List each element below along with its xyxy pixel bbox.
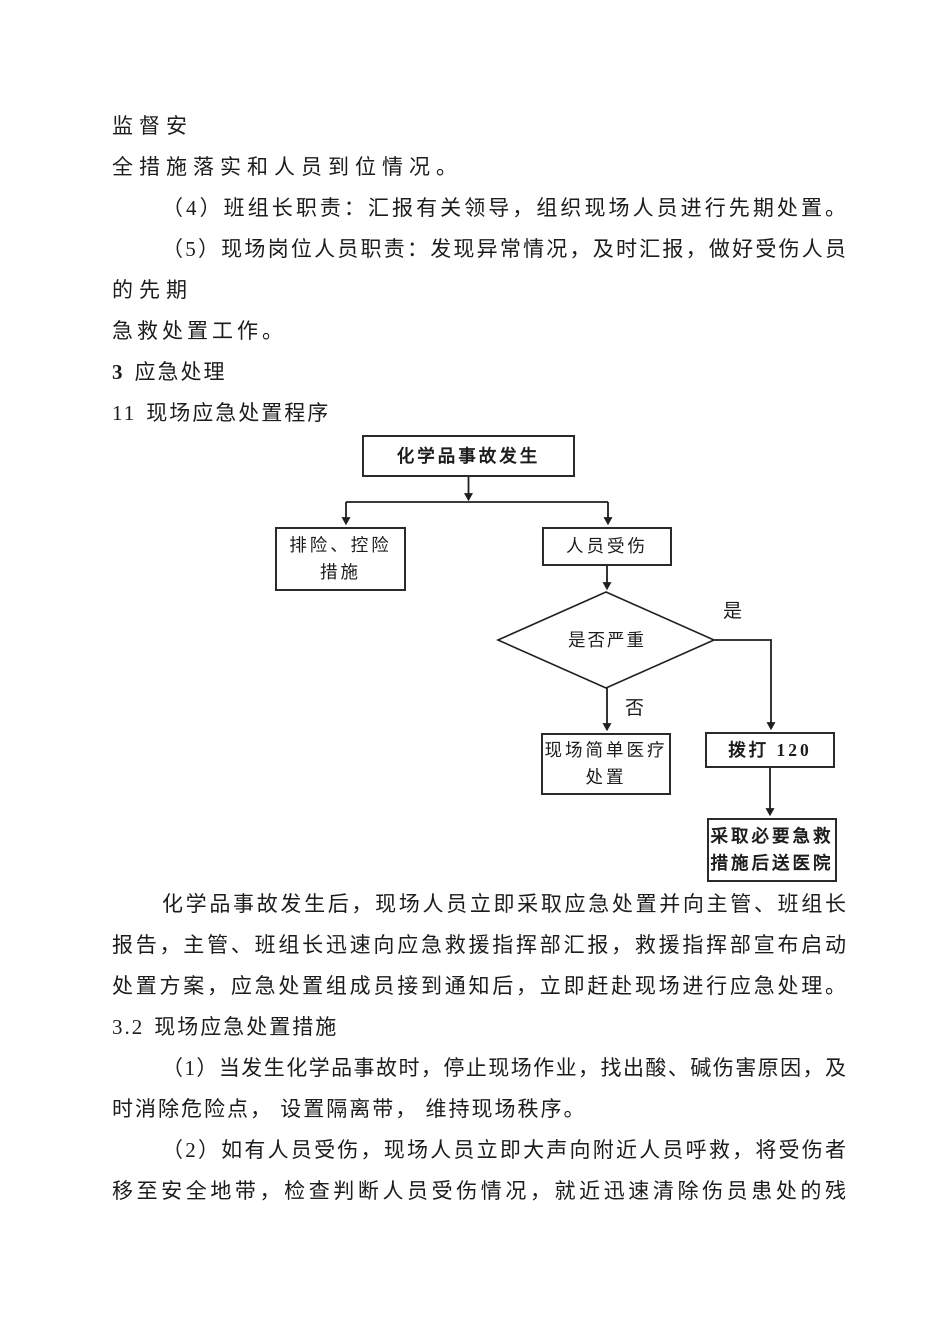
text-line: 全措施落实和人员到位情况。	[112, 155, 463, 179]
text-line: （4）班组长职责：汇报有关领导，组织现场人员进行先期处置。	[162, 196, 846, 220]
text-line: 化学品事故发生后，现场人员立即采取应急处置并向主管、班组长	[162, 892, 846, 916]
hospital-box-line1: 采取必要急救	[710, 826, 834, 846]
text-line: 报告，主管、班组长迅速向应急救援指挥部汇报，救援指挥部宣布启动	[112, 933, 846, 957]
section-heading-3-2: 3.2 现场应急处置措施	[112, 1007, 846, 1048]
text-line: 时消除危险点， 设置隔离带， 维持现场秩序。	[112, 1097, 587, 1121]
call-120-box: 拨打 120	[705, 732, 835, 768]
hospital-box: 采取必要急救 措施后送医院	[707, 818, 837, 882]
section-title: 现场应急处置措施	[154, 1015, 339, 1039]
text-line: 急救处置工作。	[112, 319, 287, 343]
text-line: 移至安全地带，检查判断人员受伤情况，就近迅速清除伤员患处的残	[112, 1179, 846, 1203]
call-120-label: 拨打 120	[728, 739, 812, 760]
section-title: 现场应急处置程序	[146, 401, 331, 425]
text-line: （1）当发生化学品事故时，停止现场作业，找出酸、碱伤害原因，及	[162, 1056, 846, 1080]
text-line: 处置方案，应急处置组成员接到通知后，立即赶赴现场进行应急处理。	[112, 974, 846, 998]
injury-box: 人员受伤	[542, 527, 672, 566]
hospital-box-line2: 措施后送医院	[710, 853, 834, 873]
section-number: 3	[112, 360, 125, 384]
start-box: 化学品事故发生	[362, 435, 575, 477]
section-number: 3.2	[112, 1015, 145, 1039]
text-line: （2）如有人员受伤，现场人员立即大声向附近人员呼救，将受伤者	[162, 1138, 846, 1162]
medical-box: 现场简单医疗 处置	[541, 733, 671, 795]
control-measures-line1: 排险、控险	[289, 535, 392, 555]
section-number: 11	[112, 401, 137, 425]
yes-label: 是	[723, 601, 743, 622]
no-label: 否	[625, 698, 645, 719]
control-measures-box: 排险、控险 措施	[275, 527, 406, 591]
medical-box-line1: 现场简单医疗	[544, 740, 668, 760]
text-line: （5）现场岗位人员职责：发现异常情况，及时汇报，做好受伤人员	[162, 237, 846, 261]
injury-box-label: 人员受伤	[566, 536, 648, 556]
decision-diamond-label: 是否严重	[568, 630, 646, 650]
medical-box-line2: 处置	[585, 767, 627, 787]
intro-text-block: 监督安 全措施落实和人员到位情况。 （4）班组长职责：汇报有关领导，组织现场人员…	[112, 106, 846, 434]
body-text-block: 化学品事故发生后，现场人员立即采取应急处置并向主管、班组长 报告，主管、班组长迅…	[112, 884, 846, 1212]
connector-yes-to-call-box	[714, 639, 776, 731]
text-line: 监督安	[112, 114, 193, 138]
section-heading-3: 3 应急处理	[112, 352, 846, 393]
text-line: 的先期	[112, 278, 193, 302]
section-heading-11: 11 现场应急处置程序	[112, 393, 846, 434]
section-title: 应急处理	[134, 360, 227, 384]
control-measures-line2: 措施	[320, 562, 361, 582]
start-box-label: 化学品事故发生	[396, 445, 541, 466]
